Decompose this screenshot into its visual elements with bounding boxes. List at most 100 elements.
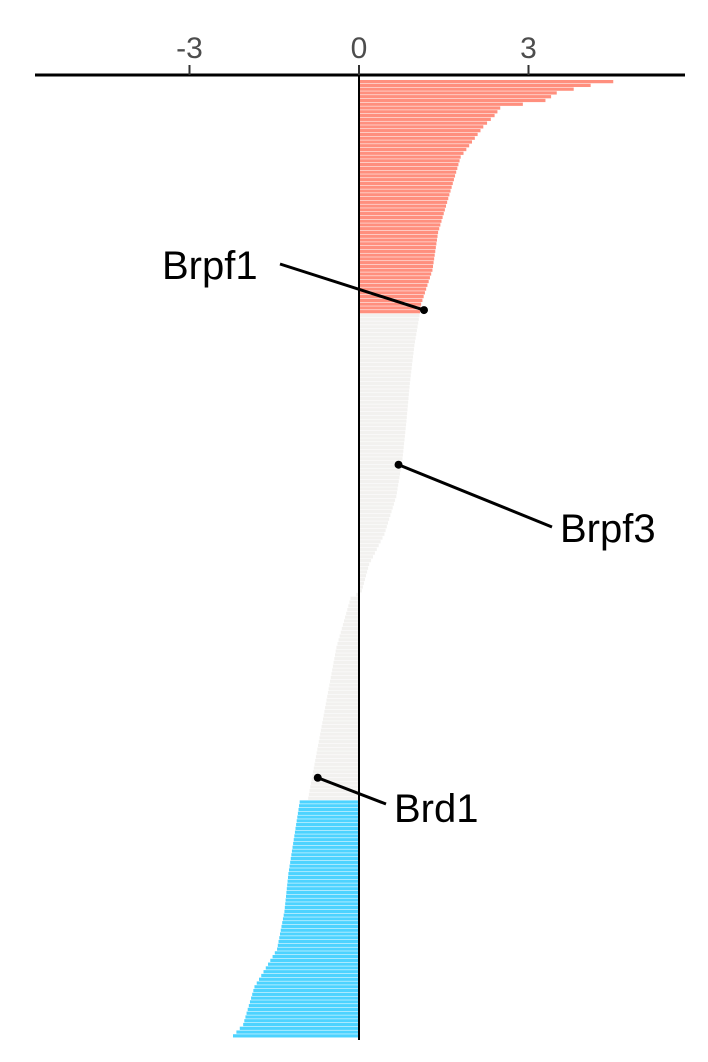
bar: [272, 955, 359, 959]
bar: [251, 996, 359, 1000]
bar: [359, 347, 414, 352]
bar: [277, 947, 359, 951]
annotation-point: [394, 460, 403, 469]
bar: [359, 95, 552, 99]
bar: [337, 641, 359, 646]
bar: [299, 804, 359, 808]
annotation-label-brd1: Brd1: [394, 787, 479, 831]
bar: [359, 117, 491, 121]
bar: [359, 381, 410, 385]
annotation-point: [419, 306, 428, 315]
bar: [290, 856, 359, 861]
bar: [316, 751, 360, 755]
bar: [270, 958, 359, 963]
bar: [322, 717, 359, 721]
bar: [317, 747, 359, 751]
bar: [359, 426, 406, 431]
bar: [315, 755, 359, 759]
bar: [359, 147, 467, 152]
bar: [314, 762, 359, 766]
bar: [279, 936, 359, 940]
bar: [359, 196, 449, 201]
bar: [359, 306, 421, 310]
bar: [286, 894, 359, 898]
bar: [359, 302, 422, 306]
bar: [359, 294, 424, 299]
bar: [359, 336, 416, 340]
bar: [359, 449, 404, 453]
bar: [359, 162, 459, 167]
bar: [359, 215, 443, 220]
bar: [359, 506, 393, 510]
bar: [261, 973, 359, 978]
bar: [336, 645, 359, 649]
bar: [344, 619, 359, 623]
bar: [359, 555, 373, 559]
bar: [335, 649, 359, 653]
bar: [359, 234, 438, 238]
bar: [359, 279, 429, 284]
bar: [246, 1011, 359, 1015]
bar: [359, 581, 364, 585]
bar: [309, 789, 359, 793]
bar: [359, 359, 413, 363]
bar: [339, 634, 359, 638]
bar: [313, 770, 359, 774]
bar: [359, 404, 408, 408]
bar: [286, 887, 359, 891]
bar: [359, 121, 488, 125]
bar: [359, 491, 397, 495]
bar: [284, 909, 359, 913]
bar: [359, 140, 472, 144]
bar: [284, 905, 359, 910]
bar: [324, 709, 359, 714]
bar: [359, 178, 454, 182]
bar: [359, 438, 405, 442]
bar: [359, 166, 458, 170]
bar: [359, 136, 475, 140]
bar: [349, 600, 359, 604]
bar: [359, 547, 377, 551]
bar: [359, 411, 408, 416]
bar: [290, 860, 359, 864]
bar: [320, 732, 359, 736]
bar: [340, 630, 359, 634]
bar: [253, 988, 359, 993]
bar: [359, 257, 435, 261]
bar: [359, 562, 370, 567]
bar: [359, 585, 363, 589]
bar: [359, 204, 447, 208]
bar: [359, 430, 406, 434]
bar: [259, 977, 359, 981]
bar: [328, 687, 359, 691]
bar: [249, 1000, 359, 1004]
bar: [350, 596, 359, 600]
bar: [359, 287, 427, 291]
bar: [308, 796, 359, 800]
bar: [359, 223, 441, 227]
bar: [359, 528, 386, 533]
x-tick-label: 0: [351, 32, 368, 65]
bar: [359, 366, 412, 370]
bar: [359, 227, 440, 231]
bar: [359, 494, 397, 499]
bar: [359, 498, 396, 502]
bar: [280, 932, 359, 936]
bar: [277, 943, 359, 947]
bar: [359, 144, 470, 148]
bar: [359, 132, 478, 137]
bar: [359, 502, 394, 506]
x-tick-label: 3: [520, 32, 537, 65]
annotation-point: [313, 773, 322, 782]
bar: [332, 664, 359, 668]
annotation-leader-line: [317, 776, 387, 806]
bar: [359, 434, 405, 438]
bar: [359, 370, 412, 374]
bar: [248, 1004, 359, 1008]
bar: [356, 592, 359, 597]
bar: [359, 159, 460, 163]
bar: [359, 570, 368, 574]
bar: [359, 317, 419, 321]
bar: [359, 200, 448, 204]
